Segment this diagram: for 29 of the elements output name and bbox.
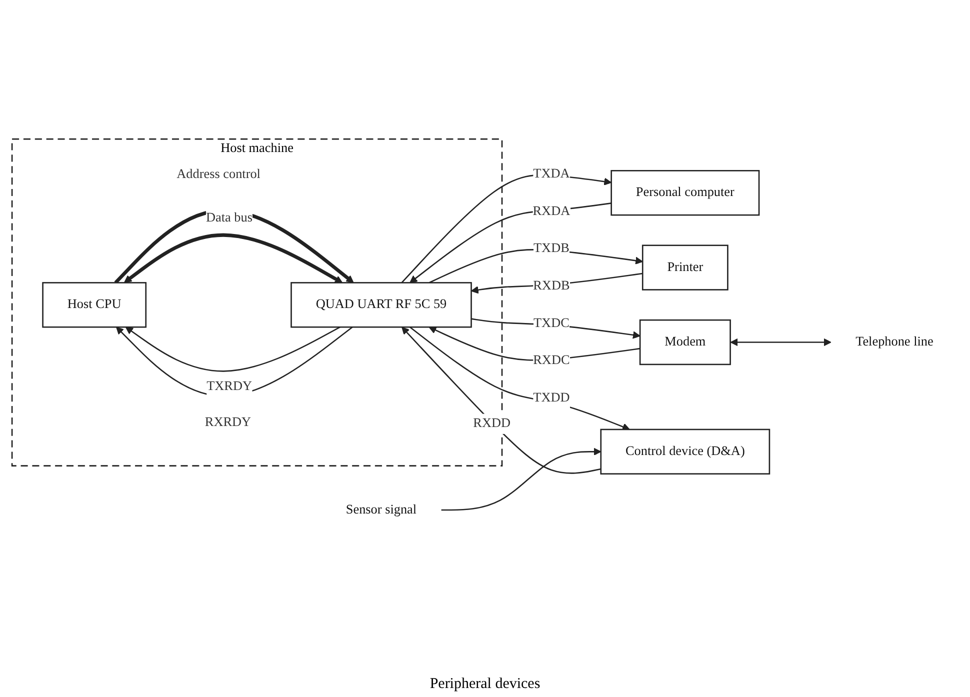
note-label: Peripheral devices [430, 676, 540, 693]
node-text: Telephone line [856, 335, 934, 350]
node-box: Modem [639, 320, 731, 366]
edge-label: RXDC [533, 354, 570, 368]
edge-label: TXDD [533, 391, 570, 406]
edge-label: TXDB [534, 242, 570, 256]
node-text: Sensor signal [346, 503, 417, 518]
arrow [125, 326, 340, 372]
edge-label: Address control [176, 168, 260, 182]
arrow [410, 202, 612, 284]
node-box: Personal computer [610, 170, 760, 216]
edge-label: RXDD [473, 416, 511, 431]
arrow [402, 327, 602, 474]
node-box: QUAD UART RF 5C 59 [290, 282, 472, 328]
edge-label: TXDA [533, 167, 570, 182]
edge-label: RXDA [532, 204, 570, 219]
arrow [441, 448, 602, 512]
edge-label: RXRDY [204, 416, 252, 430]
arrow [410, 326, 630, 431]
arrow [401, 174, 612, 284]
edge-label: TXDC [534, 316, 570, 331]
node-box: Printer [642, 245, 728, 291]
arrow [730, 338, 832, 347]
arrow [124, 234, 343, 284]
edge-label: Data bus [206, 211, 252, 226]
edge-label: TXRDY [206, 380, 252, 394]
node-box: Host CPU [42, 282, 147, 328]
edge-label: RXDB [533, 279, 570, 294]
node-box: Control device (D&A) [600, 429, 770, 475]
